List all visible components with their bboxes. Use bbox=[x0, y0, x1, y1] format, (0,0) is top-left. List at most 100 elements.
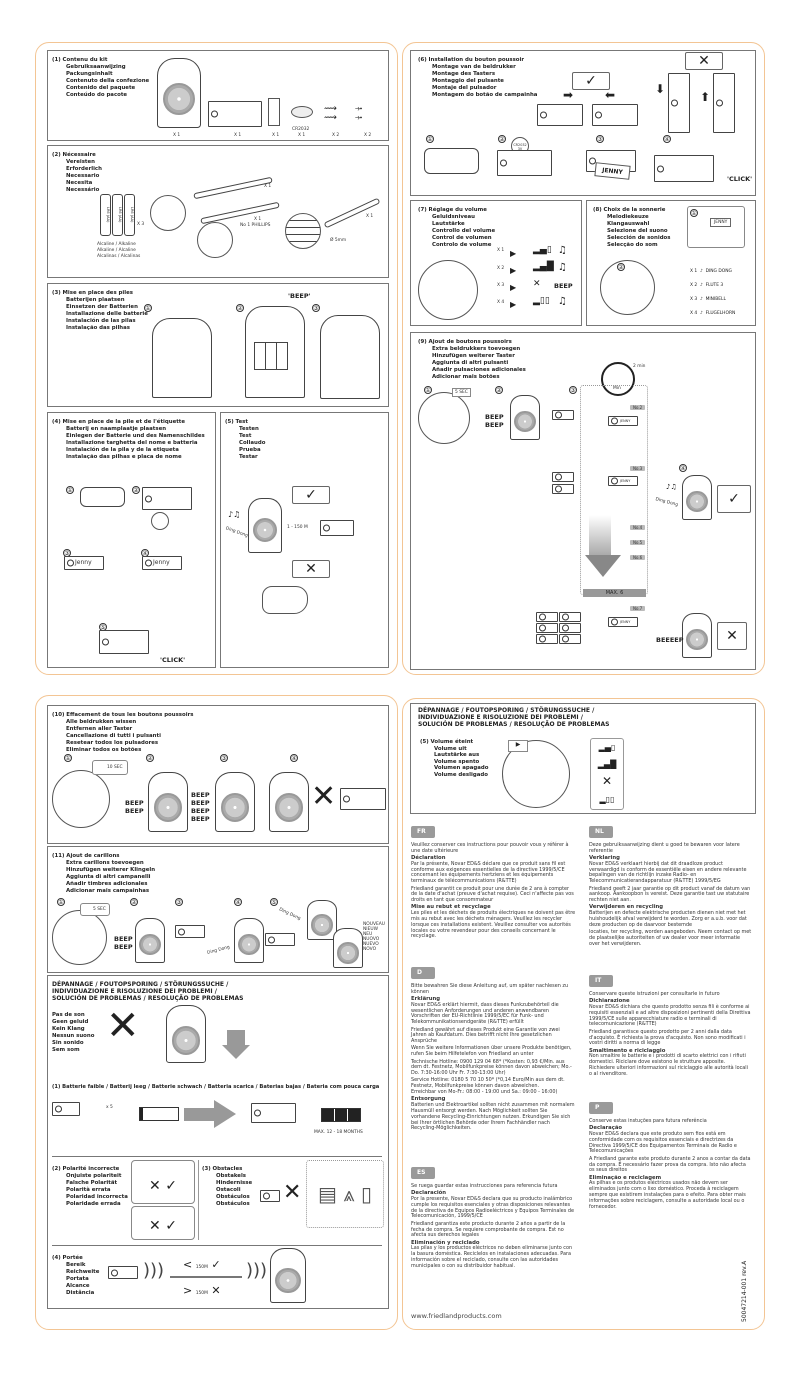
timer-duration: 2 min bbox=[633, 364, 646, 369]
push-button-image bbox=[52, 1102, 80, 1116]
lang-badge-p: P bbox=[589, 1102, 613, 1114]
lang-badge-fr: FR bbox=[411, 826, 435, 838]
name-label-insert: Jenny bbox=[64, 556, 104, 570]
click-text: 'CLICK' bbox=[727, 175, 753, 183]
push-button-image bbox=[320, 520, 354, 536]
signal-waves-icon: ))) bbox=[246, 1260, 268, 1281]
press-count: X 3 bbox=[497, 283, 505, 288]
qty-plugs: X 2 bbox=[332, 133, 340, 138]
push-button-closed-image bbox=[99, 630, 149, 654]
brick-wall-drill-circle bbox=[285, 213, 321, 249]
panel-kit-contents bbox=[47, 50, 389, 141]
text-fr: Veuillez conserver ces instructions pour… bbox=[411, 842, 576, 940]
step-number: ④ bbox=[663, 135, 671, 143]
step-number: ① bbox=[57, 898, 65, 906]
hold-time: 5 SEC bbox=[452, 388, 471, 397]
obstacles-box: ▤ ⩓ ▯ bbox=[306, 1160, 384, 1228]
arrow-down-icon: ⬇ bbox=[655, 82, 666, 96]
push-button-image bbox=[340, 788, 386, 810]
lang-badge-it: IT bbox=[589, 975, 613, 987]
coin-polarity-box: ✕ ✓ bbox=[131, 1206, 195, 1240]
push-button-closed-image bbox=[654, 155, 714, 182]
step-number: ③ bbox=[220, 754, 228, 762]
screws-icon: ⤞⤞ bbox=[355, 104, 363, 123]
qty-chime: X 1 bbox=[173, 133, 181, 138]
push-button-open-image bbox=[251, 1103, 296, 1123]
panel-erase bbox=[47, 705, 389, 844]
step-number: ④ bbox=[290, 754, 298, 762]
button-number: No.2 bbox=[630, 405, 646, 410]
troubleshooting-title: DÉPANNAGE / FOUTOPSPORING / STÖRUNGSSUCH… bbox=[418, 707, 610, 728]
divider bbox=[52, 1156, 382, 1157]
phillips-size: No 1 PHILLIPS bbox=[240, 223, 271, 228]
range-beyond: > 150M ✕ bbox=[183, 1284, 221, 1297]
arrow-down-icon bbox=[227, 1030, 245, 1045]
battery-type: CR2032 bbox=[292, 127, 310, 132]
step-number: ② bbox=[495, 386, 503, 394]
melody-option: X 1 ♪ DING DONG bbox=[690, 269, 732, 274]
battery-low-icon bbox=[139, 1107, 179, 1121]
drill-qty: X 1 bbox=[366, 214, 374, 219]
text-nl: Deze gebruiksaanwijzing dient u goed te … bbox=[589, 842, 752, 947]
music-note-icon: ♪♫ bbox=[228, 510, 241, 519]
hand-button-image bbox=[262, 586, 308, 614]
chime-unit-image bbox=[682, 475, 712, 520]
page-4 bbox=[402, 698, 765, 1330]
step-number: ① bbox=[64, 754, 72, 762]
push-button-image bbox=[175, 925, 205, 938]
range-text: 1 - 150 M bbox=[287, 525, 308, 530]
chime-unit-image bbox=[333, 928, 363, 968]
chime-unit-image bbox=[166, 1005, 206, 1063]
step-number: ③ bbox=[596, 135, 604, 143]
arrow-right-icon: ➡ bbox=[563, 88, 574, 102]
aa-battery-image: LR6 (AA) bbox=[100, 194, 111, 236]
push-button-grid bbox=[559, 634, 581, 644]
arrow-left-icon: ⬅ bbox=[605, 88, 616, 102]
panel-label bbox=[47, 412, 216, 668]
step-number: ③ bbox=[175, 898, 183, 906]
panel-push-install bbox=[410, 50, 756, 196]
step-number: ④ bbox=[679, 464, 687, 472]
chime-back-open-image bbox=[152, 318, 212, 398]
step-number: ① bbox=[144, 304, 152, 312]
step-number: ① bbox=[424, 386, 432, 394]
panel-test bbox=[220, 412, 389, 668]
drill-size: Ø 5mm bbox=[330, 238, 347, 243]
screw-detail-circle bbox=[150, 195, 186, 231]
panel-troubleshooting bbox=[47, 975, 389, 1309]
press-count: X 1 bbox=[497, 248, 505, 253]
button-number: No.7 bbox=[630, 606, 646, 611]
page-3 bbox=[35, 695, 398, 1330]
chime-back-detail-circle bbox=[418, 392, 470, 444]
battery-life: MAX. 12 - 18 MONTHS bbox=[314, 1130, 363, 1135]
max-bar: MAX. 6 bbox=[583, 589, 646, 597]
chime-back-detail-circle bbox=[52, 770, 110, 828]
push-button-2 bbox=[552, 484, 574, 494]
screwdriver-phillips-qty: X 1 bbox=[254, 217, 262, 222]
chime-unit-image bbox=[157, 58, 201, 128]
push-button-open-image bbox=[424, 148, 479, 174]
step-number: ④ bbox=[234, 898, 242, 906]
website-link[interactable]: www.friedlandproducts.com bbox=[411, 1312, 502, 1320]
panel-add-buttons bbox=[410, 332, 756, 670]
battery-polarity-box: ✕ ✓ bbox=[131, 1160, 195, 1204]
coin-battery-detail bbox=[151, 512, 169, 530]
arrow-down-head bbox=[222, 1045, 250, 1059]
step-number: ① bbox=[426, 135, 434, 143]
divider bbox=[52, 1245, 382, 1246]
push-button-grid bbox=[536, 634, 558, 644]
flash-count: x 5 bbox=[106, 1105, 113, 1110]
panel-troubleshooting-volume bbox=[410, 703, 756, 814]
battery-full-icon bbox=[321, 1108, 361, 1122]
